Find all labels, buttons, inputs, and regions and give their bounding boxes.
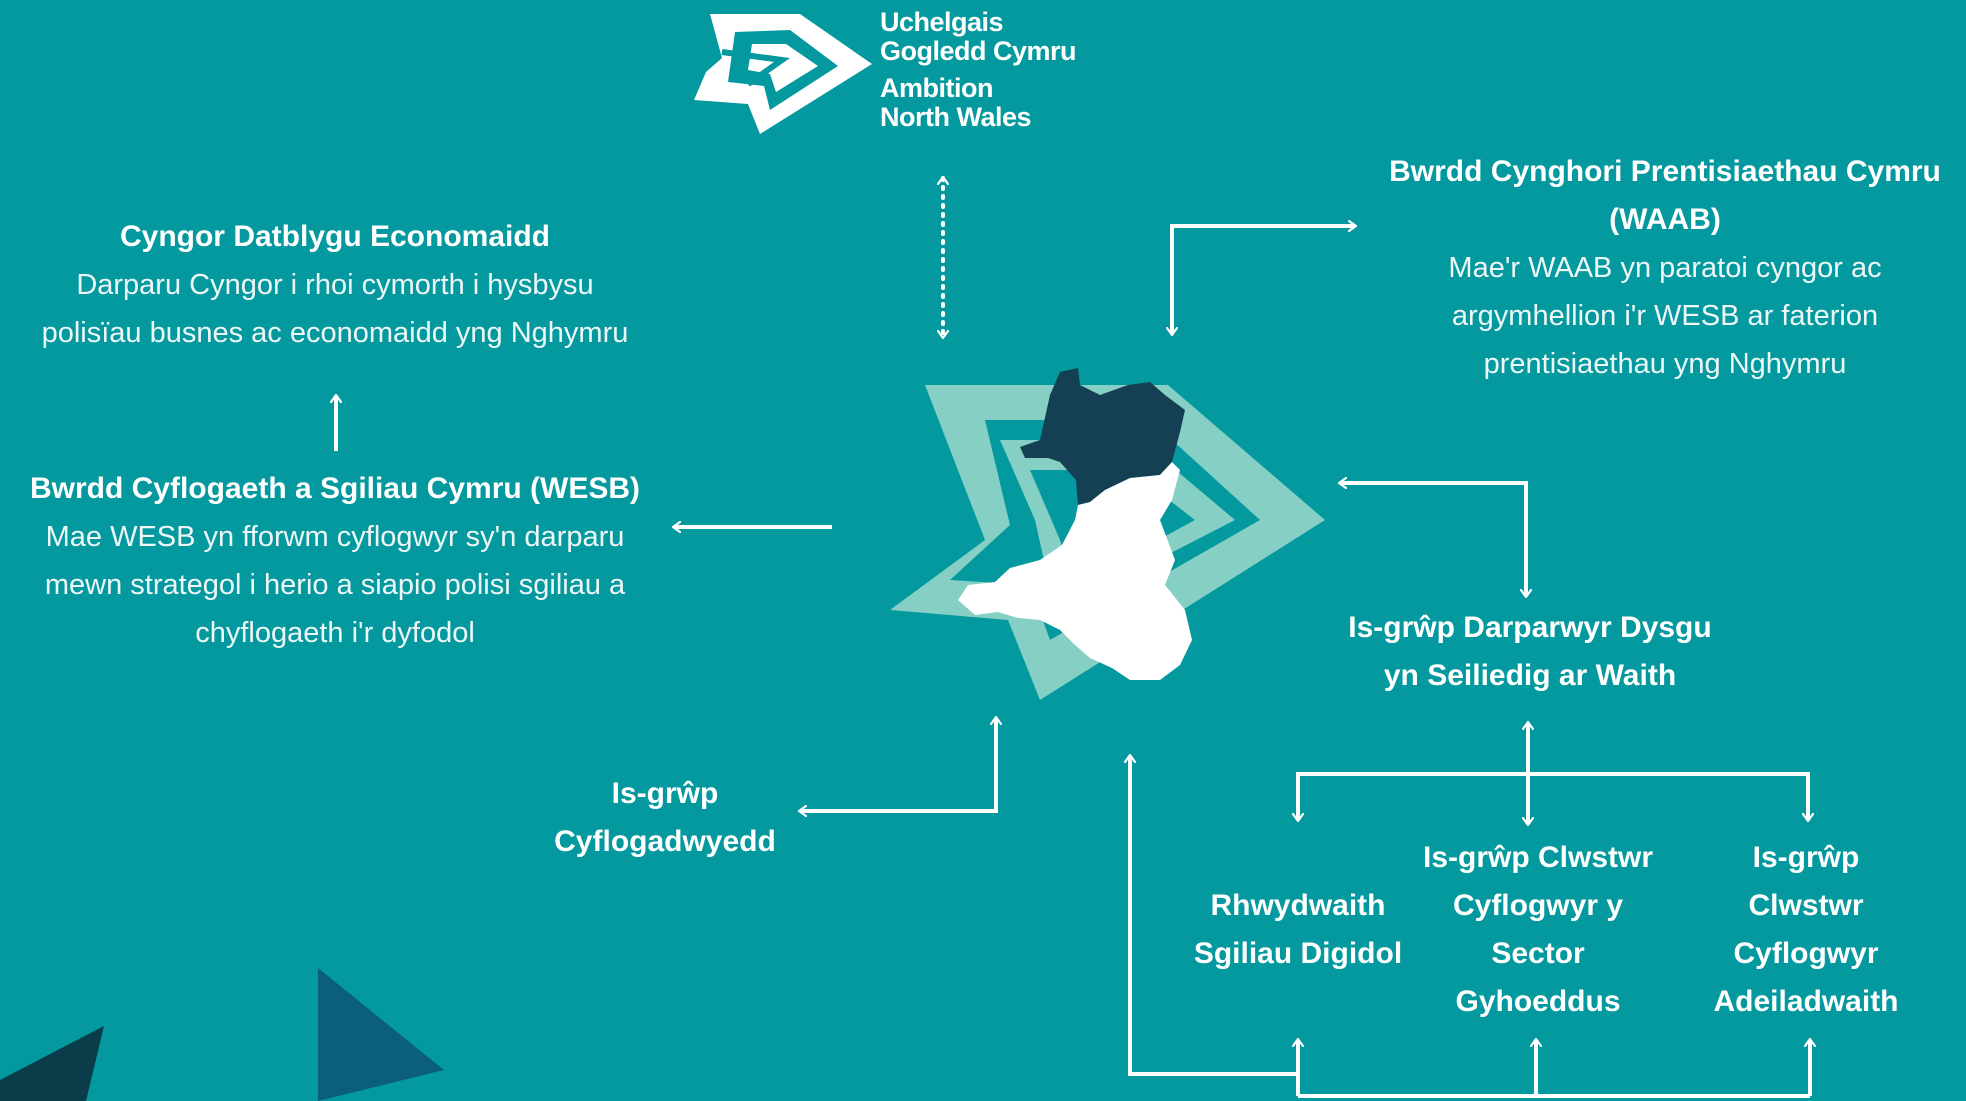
arrow-map-to-waab xyxy=(1172,226,1355,334)
economic-council-title: Cyngor Datblygu Economaidd xyxy=(119,220,551,253)
wesb-desc-1: Mae WESB yn fforwm cyflogwyr sy'n darpar… xyxy=(45,521,625,553)
logo-line-north-wales: North Wales xyxy=(880,102,1032,132)
waab-node: Bwrdd Cynghori Prentisiaethau Cymru (WAA… xyxy=(1370,148,1960,388)
employability-subgroup-node: Is-grŵp Cyflogadwyedd xyxy=(520,770,810,866)
work-based-learning-line-2: yn Seiliedig ar Waith xyxy=(1383,659,1677,692)
corner-triangle-blue xyxy=(318,968,444,1101)
economic-council-desc-1: Darparu Cyngor i rhoi cymorth i hysbysu xyxy=(76,269,594,301)
waab-desc-2: argymhellion i'r WESB ar faterion xyxy=(1451,300,1879,332)
logo-line-ambition: Ambition xyxy=(880,73,993,103)
branch-line-subgroups xyxy=(1298,772,1808,820)
north-wales-region xyxy=(1020,368,1185,505)
waab-desc-1: Mae'r WAAB yn paratoi cyngor ac xyxy=(1448,252,1882,284)
digital-skills-line-2: Sgiliau Digidol xyxy=(1193,937,1403,970)
construction-line-2: Clwstwr xyxy=(1748,889,1864,922)
wesb-desc-2: mewn strategol i herio a siapio polisi s… xyxy=(44,569,626,601)
public-sector-node: Is-grŵp Clwstwr Cyflogwyr y Sector Gyhoe… xyxy=(1408,834,1668,1026)
public-sector-line-4: Gyhoeddus xyxy=(1455,985,1621,1018)
employability-subgroup-line-1: Is-grŵp xyxy=(611,777,719,810)
logo-line-gogledd-cymru: Gogledd Cymru xyxy=(880,36,1077,66)
digital-skills-node: Rhwydwaith Sgiliau Digidol xyxy=(1178,882,1418,978)
logo-line-uchelgais: Uchelgais xyxy=(880,7,1004,37)
feedback-line-to-map xyxy=(1130,756,1298,1076)
construction-node: Is-grŵp Clwstwr Cyflogwyr Adeiladwaith xyxy=(1690,834,1922,1026)
wesb-desc-3: chyflogaeth i'r dyfodol xyxy=(195,617,475,649)
construction-line-3: Cyflogwyr xyxy=(1733,937,1879,970)
public-sector-line-2: Cyflogwyr y xyxy=(1452,889,1624,922)
wesb-node: Bwrdd Cyflogaeth a Sgiliau Cymru (WESB) … xyxy=(0,465,670,657)
digital-skills-line-1: Rhwydwaith xyxy=(1210,889,1386,922)
economic-council-desc-2: polisïau busnes ac economaidd yng Nghymr… xyxy=(41,317,629,349)
waab-title-2: (WAAB) xyxy=(1609,203,1721,236)
waab-desc-3: prentisiaethau yng Nghymru xyxy=(1483,348,1847,380)
wales-map-emblem xyxy=(890,368,1325,700)
logo-wordmark: Uchelgais Gogledd Cymru Ambition North W… xyxy=(880,7,1077,132)
ambition-north-wales-logo-mark xyxy=(694,14,872,134)
work-based-learning-line-1: Is-grŵp Darparwyr Dysgu xyxy=(1348,611,1712,644)
wesb-title: Bwrdd Cyflogaeth a Sgiliau Cymru (WESB) xyxy=(29,472,641,505)
south-wales-region xyxy=(958,462,1192,680)
employability-subgroup-line-2: Cyflogadwyedd xyxy=(554,825,776,858)
waab-title-1: Bwrdd Cynghori Prentisiaethau Cymru xyxy=(1389,155,1941,188)
construction-line-1: Is-grŵp xyxy=(1752,841,1860,874)
public-sector-line-3: Sector xyxy=(1491,937,1585,970)
public-sector-line-1: Is-grŵp Clwstwr xyxy=(1422,841,1654,874)
arrow-map-to-employers-subgroup xyxy=(800,718,996,811)
work-based-learning-node: Is-grŵp Darparwyr Dysgu yn Seiliedig ar … xyxy=(1310,604,1750,700)
arrow-map-to-work-based-learning xyxy=(1340,483,1526,596)
corner-triangle-dark xyxy=(0,1026,104,1101)
construction-line-4: Adeiladwaith xyxy=(1713,985,1899,1018)
economic-council-node: Cyngor Datblygu Economaidd Darparu Cyngo… xyxy=(0,213,670,357)
